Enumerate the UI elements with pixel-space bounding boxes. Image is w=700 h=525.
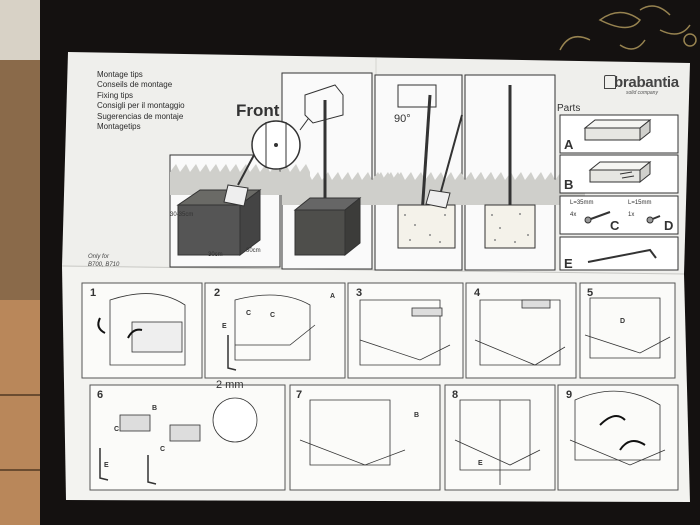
hole-cube	[176, 189, 262, 256]
step-number-8: 8	[452, 389, 459, 401]
step-number-7: 7	[296, 389, 303, 401]
step-number-1: 1	[90, 287, 97, 299]
front-label: Front	[236, 101, 280, 120]
parts-title: Parts	[557, 103, 581, 114]
step6-label-c2: C	[160, 446, 166, 453]
part-letter-b: B	[564, 177, 574, 192]
brand-tagline: solid company	[626, 90, 658, 96]
screw-d-length: L=15mm	[628, 200, 652, 206]
tip-line: Consigli per il montaggio	[97, 101, 185, 111]
montage-tips-list: Montage tips Conseils de montage Fixing …	[97, 70, 185, 132]
screw-c-qty: 4x	[570, 212, 577, 218]
hex-key-icon	[587, 248, 657, 263]
screw-icon	[584, 211, 661, 224]
step6-label-b: B	[152, 405, 158, 412]
part-letter-e: E	[564, 256, 573, 271]
only-for-note: Only for B700, B710	[88, 253, 119, 269]
screw-c-length: L=35mm	[570, 200, 594, 206]
tip-line: Montage tips	[97, 70, 143, 79]
step6-label-c: C	[114, 426, 120, 433]
step-number-3: 3	[356, 287, 363, 299]
step5-label-d: D	[620, 318, 626, 325]
screw-d-qty: 1x	[628, 212, 635, 218]
step-number-2: 2	[214, 287, 221, 299]
step6-label-e: E	[104, 462, 109, 469]
brabantia-logo-icon	[604, 75, 616, 89]
step2-label-a: A	[330, 293, 336, 300]
part-letter-c: C	[610, 218, 620, 233]
step-number-4: 4	[474, 287, 481, 299]
step2-label-c: C	[246, 310, 252, 317]
grass-band	[170, 164, 585, 205]
step2-label-e: E	[222, 323, 227, 330]
tip-line: Sugerencias de montaje	[97, 111, 184, 121]
tip-line: Montagetips	[97, 122, 141, 132]
step8-label-e: E	[478, 460, 483, 467]
width-label: 30cm	[208, 252, 223, 258]
gap-label: 2 mm	[216, 379, 244, 391]
arrow-icon	[97, 317, 646, 451]
model-numbers: B700, B710	[88, 262, 120, 268]
step2-label-c2: C	[270, 312, 276, 319]
floral-pattern	[559, 5, 697, 51]
part-letter-d: D	[664, 218, 674, 233]
only-for-label: Only for	[88, 254, 110, 260]
mailbox-sketch	[109, 293, 671, 485]
step-number-6: 6	[97, 389, 104, 401]
tip-line: Fixing tips	[97, 90, 134, 100]
step7-label-b: B	[414, 412, 420, 419]
length-label: 30cm	[246, 248, 261, 254]
depth-label: 30-35cm	[170, 212, 194, 218]
part-letter-a: A	[564, 137, 574, 152]
concrete-speckle	[404, 213, 529, 243]
tip-line: Conseils de montage	[97, 80, 173, 90]
step-number-5: 5	[587, 287, 594, 299]
brand-logo: brabantia	[614, 74, 679, 91]
step-number-9: 9	[566, 389, 573, 401]
angle-label: 90°	[394, 113, 411, 125]
